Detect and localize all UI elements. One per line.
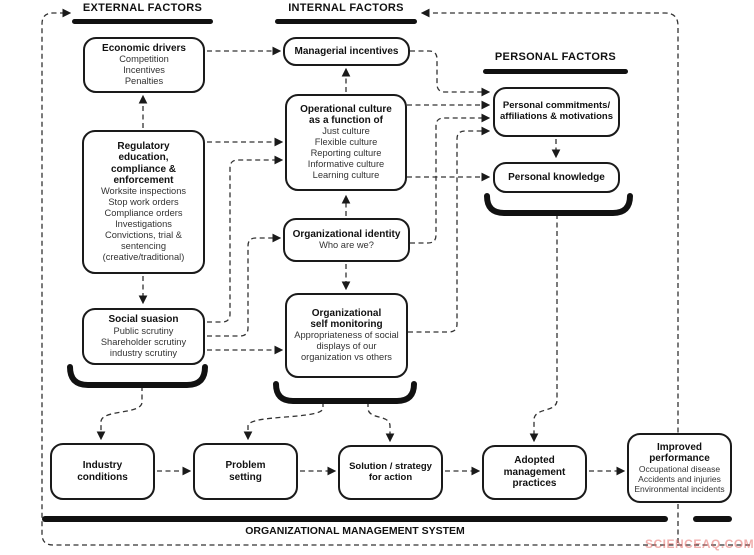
feedback-loop-right-arrow	[420, 8, 679, 543]
personal-knowledge-box: Personal knowledge	[493, 162, 620, 193]
oms-label: ORGANIZATIONAL MANAGEMENT SYSTEM	[245, 525, 465, 537]
watermark: SCIENCEAQ.COM	[645, 537, 754, 551]
oms-bar-left	[42, 516, 668, 522]
arrow-monitoring-to-solution	[367, 402, 395, 443]
arrow-knowledge-to-adopted	[529, 214, 558, 443]
problem-setting-title: Problem setting	[225, 460, 266, 483]
regulatory-title: Regulatory education, compliance & enfor…	[110, 140, 177, 186]
operational-culture-title: Operational culture as a function of	[300, 103, 392, 127]
feedback-loop-left-arrow	[41, 8, 750, 546]
self-monitoring-title: Organizational self monitoring	[310, 307, 383, 331]
social-suasion-box: Social suasion Public scrutiny Sharehold…	[82, 308, 205, 365]
arrow-social-to-identity	[207, 233, 282, 337]
personal-knowledge-title: Personal knowledge	[508, 171, 605, 183]
solution-strategy-box: Solution / strategy for action	[338, 445, 443, 500]
personal-commitments-box: Personal commitments/ affiliations & mot…	[493, 87, 620, 137]
bracket-personal	[484, 193, 633, 216]
managerial-incentives-box: Managerial incentives	[283, 37, 410, 66]
economic-drivers-body: Competition Incentives Penalties	[119, 54, 169, 87]
internal-factors-underline	[275, 19, 417, 24]
personal-factors-label: PERSONAL FACTORS	[494, 51, 617, 63]
operational-culture-box: Operational culture as a function of Jus…	[285, 94, 407, 191]
personal-factors-underline	[483, 69, 628, 74]
social-suasion-title: Social suasion	[108, 314, 179, 326]
arrow-monitoring-to-commitments	[408, 126, 491, 333]
external-factors-label: EXTERNAL FACTORS	[82, 2, 203, 14]
industry-conditions-title: Industry conditions	[77, 460, 128, 483]
economic-drivers-box: Economic drivers Competition Incentives …	[83, 37, 205, 93]
bracket-social-suasion	[67, 364, 208, 388]
arrow-social-to-culture	[207, 155, 284, 323]
organizational-identity-title: Organizational identity	[292, 228, 401, 240]
personal-commitments-title: Personal commitments/ affiliations & mot…	[500, 100, 613, 122]
adopted-practices-title: Adopted management practices	[503, 455, 566, 490]
economic-drivers-title: Economic drivers	[102, 42, 186, 54]
problem-setting-box: Problem setting	[193, 443, 298, 500]
social-suasion-body: Public scrutiny Shareholder scrutiny ind…	[100, 325, 187, 358]
regulatory-box: Regulatory education, compliance & enfor…	[82, 130, 205, 274]
arrow-identity-to-commitments	[410, 113, 491, 244]
self-monitoring-body: Appropriateness of social displays of ou…	[294, 330, 399, 363]
organizational-identity-body: Who are we?	[319, 240, 374, 251]
arrow-social-to-industry	[96, 386, 143, 441]
improved-performance-body: Occupational disease Accidents and injur…	[634, 464, 725, 495]
self-monitoring-box: Organizational self monitoring Appropria…	[285, 293, 408, 378]
managerial-incentives-title: Managerial incentives	[294, 45, 399, 57]
external-factors-underline	[72, 19, 213, 24]
arrow-managerial-to-commitments	[410, 50, 491, 97]
industry-conditions-box: Industry conditions	[50, 443, 155, 500]
internal-factors-label: INTERNAL FACTORS	[288, 2, 404, 14]
solution-strategy-title: Solution / strategy for action	[349, 460, 432, 483]
regulatory-body: Worksite inspections Stop work orders Co…	[100, 186, 187, 263]
arrow-monitoring-to-problem	[243, 402, 324, 441]
organizational-identity-box: Organizational identity Who are we?	[283, 218, 410, 262]
improved-performance-title: Improved performance	[649, 441, 710, 464]
oms-bar-right	[693, 516, 732, 522]
operational-culture-body: Just culture Flexible culture Reporting …	[307, 126, 385, 181]
adopted-practices-box: Adopted management practices	[482, 445, 587, 500]
improved-performance-box: Improved performance Occupational diseas…	[627, 433, 732, 503]
bracket-self-monitoring	[273, 381, 417, 404]
